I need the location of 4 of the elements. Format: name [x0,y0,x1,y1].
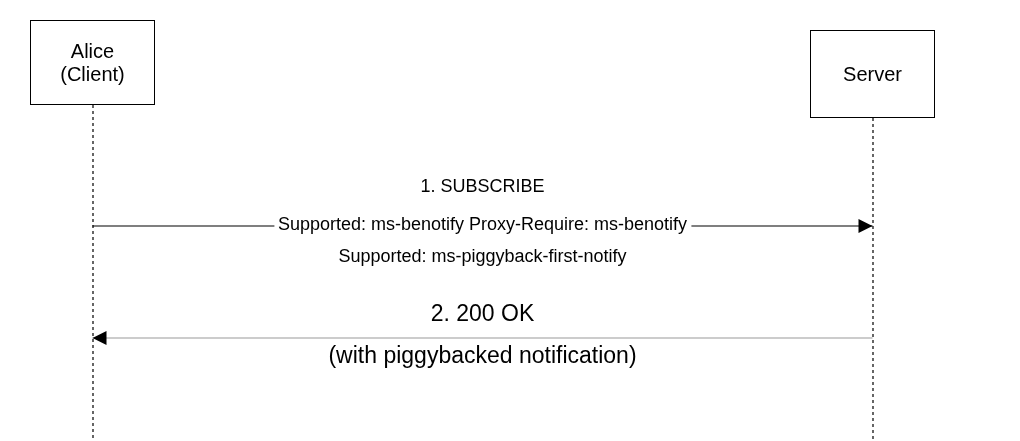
participant-name: Alice (Client) [59,39,126,86]
message-note: Supported: ms-benotify Proxy-Require: ms-benotify [273,214,692,235]
message-arrow [91,331,874,345]
participant-name: Server [842,62,903,86]
